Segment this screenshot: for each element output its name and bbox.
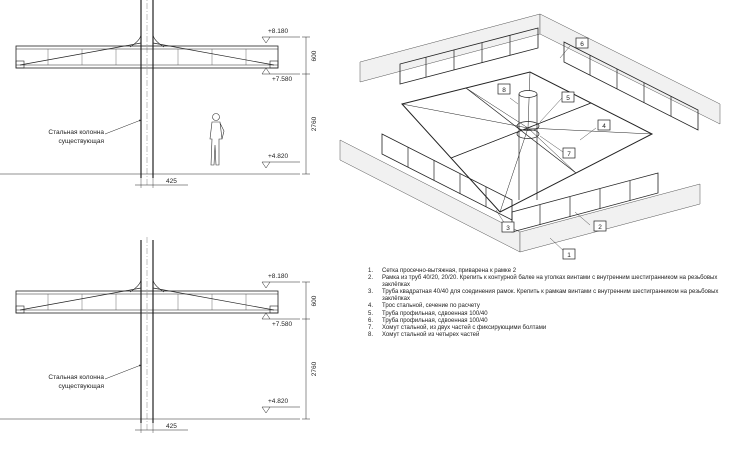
note-item: 3.Труба квадратная 40/40 для соединения … (368, 289, 719, 303)
note-item: 5.Труба профильная, сдвоенная 100/40 (368, 310, 488, 317)
note-item: 2.Рамка из труб 40/20, 20/20. Крепить к … (368, 275, 718, 289)
axonometric-view (339, 13, 721, 260)
callout-box (562, 147, 576, 159)
callout-box (501, 221, 515, 233)
notes-list: 1.Сетка просечно-вытяжная, приварена к р… (368, 268, 728, 339)
callout-2: 2 (598, 224, 602, 231)
level-top: +8.180 (268, 273, 288, 280)
callout-box (593, 220, 607, 232)
dim-horizontal: 425 (166, 423, 177, 430)
level-top: +8.180 (268, 28, 288, 35)
callout-6: 6 (580, 41, 584, 48)
elevation-view-1: +8.180 +7.580 +4.820 600 2760 425 Стальн… (0, 0, 318, 188)
level-middle: +7.580 (272, 321, 292, 328)
callout-8: 8 (502, 87, 506, 94)
column-label: Стальная колонна (48, 129, 104, 136)
callout-3: 3 (506, 225, 510, 232)
callout-4: 4 (602, 123, 606, 130)
note-item: 7.Хомут стальной, из двух частей с фикси… (368, 324, 547, 331)
column-label: существующая (58, 138, 104, 145)
callout-box (497, 83, 511, 95)
dim-vertical-lower: 2760 (311, 361, 318, 376)
column-label: существующая (58, 383, 104, 390)
dim-horizontal: 425 (166, 178, 177, 185)
column-label: Стальная колонна (48, 374, 104, 381)
level-bottom: +4.820 (268, 153, 288, 160)
note-item: 1.Сетка просечно-вытяжная, приварена к р… (368, 268, 517, 274)
dim-vertical-upper: 600 (311, 50, 318, 61)
note-item: 6.Труба профильная, сдвоенная 100/40 (368, 317, 488, 324)
callout-box (562, 248, 576, 260)
dim-vertical-upper: 600 (311, 295, 318, 306)
callout-box (561, 91, 575, 103)
callout-box (597, 119, 611, 131)
elevation-view-2: +8.180 +7.580 +4.820 600 2760 425 Стальн… (0, 237, 318, 433)
level-bottom: +4.820 (268, 398, 288, 405)
note-item: 8.Хомут стальной из четырех частей (368, 331, 480, 338)
note-item: 4.Трос стальной, сечение по расчету (368, 303, 480, 310)
callout-1: 1 (567, 252, 571, 259)
callout-5: 5 (566, 95, 570, 102)
callout-box (575, 37, 589, 49)
dim-vertical-lower: 2760 (311, 116, 318, 131)
level-middle: +7.580 (272, 76, 292, 83)
callout-7: 7 (567, 151, 571, 158)
